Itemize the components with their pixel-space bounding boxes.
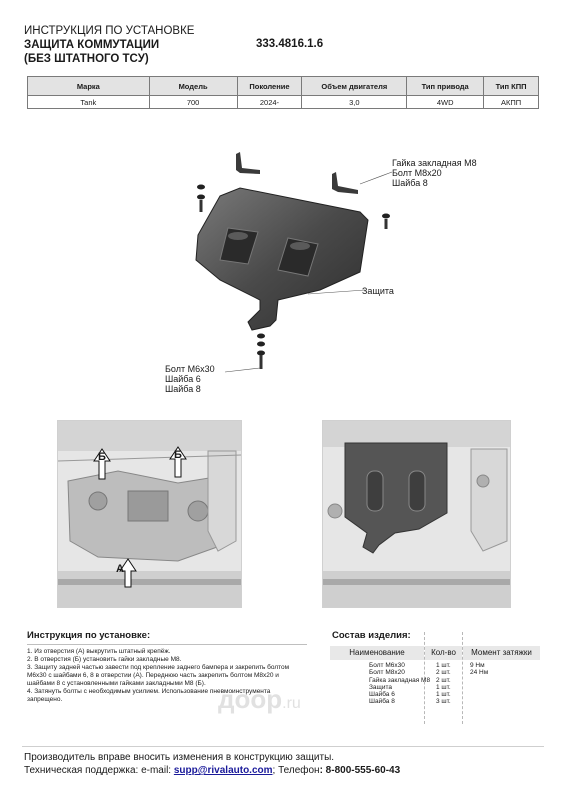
embedded-nut-m8-icon <box>332 172 358 194</box>
support-phone: : 8-800-555-60-43 <box>319 765 401 776</box>
washer-icon <box>382 213 390 229</box>
part-number: 333.4816.1.6 <box>256 38 324 50</box>
instruction-line: шайбами 8 с установленными гайками закла… <box>27 680 206 687</box>
composition-name: Гайка закладная М8 <box>369 676 431 684</box>
composition-torque: 24 Нм <box>470 669 489 677</box>
composition-quantities: 1 шт. 2 шт. 2 шт. 1 шт. 1 шт. 3 шт. <box>436 662 451 706</box>
composition-qty: 1 шт. <box>436 662 451 669</box>
support-label: Техническая поддержка: e-mail: <box>24 765 174 776</box>
title-line-3: (БЕЗ ШТАТНОГО ТСУ) <box>24 53 149 65</box>
installation-photo-after <box>322 420 511 608</box>
watermark: доор.ru <box>218 684 301 715</box>
washer-icon <box>197 184 205 212</box>
instructions-list: 1. Из отверстия (А) выкрутить штатный кр… <box>27 648 327 704</box>
hole-label-b-right: Б <box>174 449 182 461</box>
instruction-line: М6х30 с шайбами 6, 8 в отверстии (А). Пе… <box>27 672 279 679</box>
installed-protection-icon <box>323 421 510 607</box>
spec-cell: 3,0 <box>301 95 408 109</box>
spec-header-cell: Тип КПП <box>483 76 539 96</box>
composition-divider <box>462 632 463 724</box>
title-line-1: ИНСТРУКЦИЯ ПО УСТАНОВКЕ <box>24 25 195 37</box>
composition-divider <box>424 632 425 724</box>
callout-item: Шайба 8 <box>165 384 201 394</box>
composition-header-name: Наименование <box>330 646 424 660</box>
instruction-line: 3. Защиту задней частью завести под креп… <box>27 664 290 671</box>
composition-title: Состав изделия: <box>332 630 411 641</box>
callout-item: Гайка закладная М8 <box>392 158 477 168</box>
spec-header-cell: Марка <box>27 76 150 96</box>
spec-cell: 700 <box>148 95 238 109</box>
spec-data-row: Tank 700 2024- 3,0 4WD АКПП <box>27 95 539 109</box>
spec-cell: АКПП <box>483 95 539 109</box>
composition-names: Болт М6х30 Болт М8х20 Гайка закладная М8… <box>369 662 430 706</box>
installation-photo-before: Б Б А <box>57 420 242 608</box>
composition-qty: 3 шт. <box>436 698 451 706</box>
composition-header-qty: Кол-во <box>425 646 462 660</box>
composition-header-torque: Момент затяжки <box>463 646 540 660</box>
instructions-divider <box>27 644 307 645</box>
vehicle-underbody-icon <box>57 421 242 607</box>
composition-name: Шайба 8 <box>369 698 395 706</box>
protection-plate-icon <box>195 187 369 331</box>
bolt-m6-icon <box>257 333 265 369</box>
watermark-brand: доор <box>218 684 283 714</box>
footer-disclaimer: Производитель вправе вносить изменения в… <box>24 752 335 763</box>
document-title: ИНСТРУКЦИЯ ПО УСТАНОВКЕ ЗАЩИТА КОММУТАЦИ… <box>24 24 194 66</box>
composition-qty: 2 шт. <box>436 676 451 684</box>
spec-header-cell: Объем двигателя <box>301 76 408 96</box>
support-email-link[interactable]: supp@rivalauto.com <box>173 765 273 776</box>
composition-qty: 1 шт. <box>436 683 451 691</box>
instruction-line: 2. В отверстия (Б) установить гайки закл… <box>27 656 182 663</box>
composition-torques: 9 Нм 24 Нм <box>470 662 488 677</box>
instruction-line: 4. Затянуть болты с необходимым усилием.… <box>27 688 271 695</box>
callout-item: Болт М6х30 <box>165 364 215 374</box>
spec-header-row: Марка Модель Поколение Объем двигателя Т… <box>27 76 539 96</box>
spec-header-cell: Тип привода <box>406 76 485 96</box>
composition-name: Болт М6х30 <box>369 662 405 669</box>
vehicle-spec-table: Марка Модель Поколение Объем двигателя Т… <box>27 76 539 109</box>
instruction-line: 1. Из отверстия (А) выкрутить штатный кр… <box>27 648 171 655</box>
composition-qty: 1 шт. <box>436 691 451 699</box>
composition-name: Болт М8х20 <box>369 669 405 677</box>
callout-item: Болт М8х20 <box>392 168 442 178</box>
callout-protection: Защита <box>362 286 394 296</box>
footer-support: Техническая поддержка: e-mail: supp@riva… <box>24 765 400 776</box>
watermark-tld: .ru <box>282 695 301 712</box>
callout-item: Шайба 8 <box>392 178 428 188</box>
spec-cell: 4WD <box>406 95 485 109</box>
exploded-assembly-diagram <box>195 152 393 373</box>
embedded-nut-m8-icon <box>236 152 260 174</box>
composition-qty: 2 шт. <box>436 669 451 677</box>
instruction-line: запрещено. <box>27 696 63 703</box>
composition-name: Защита <box>369 683 393 691</box>
spec-header-cell: Модель <box>148 76 238 96</box>
hole-label-b-left: Б <box>98 451 106 463</box>
hole-label-a: А <box>116 563 124 575</box>
spec-cell: Tank <box>27 95 150 109</box>
phone-label: ; Телефон <box>272 765 320 776</box>
instructions-title: Инструкция по установке: <box>27 630 151 641</box>
spec-header-cell: Поколение <box>236 76 303 96</box>
composition-name: Шайба 6 <box>369 691 395 699</box>
footer-divider <box>22 746 544 747</box>
title-line-2: ЗАЩИТА КОММУТАЦИИ <box>24 39 160 51</box>
composition-torque: 9 Нм <box>470 662 485 669</box>
callout-bottom: Болт М6х30 Шайба 6 Шайба 8 <box>165 364 215 394</box>
callout-top: Гайка закладная М8 Болт М8х20 Шайба 8 <box>392 158 477 188</box>
callout-item: Шайба 6 <box>165 374 201 384</box>
spec-cell: 2024- <box>236 95 303 109</box>
